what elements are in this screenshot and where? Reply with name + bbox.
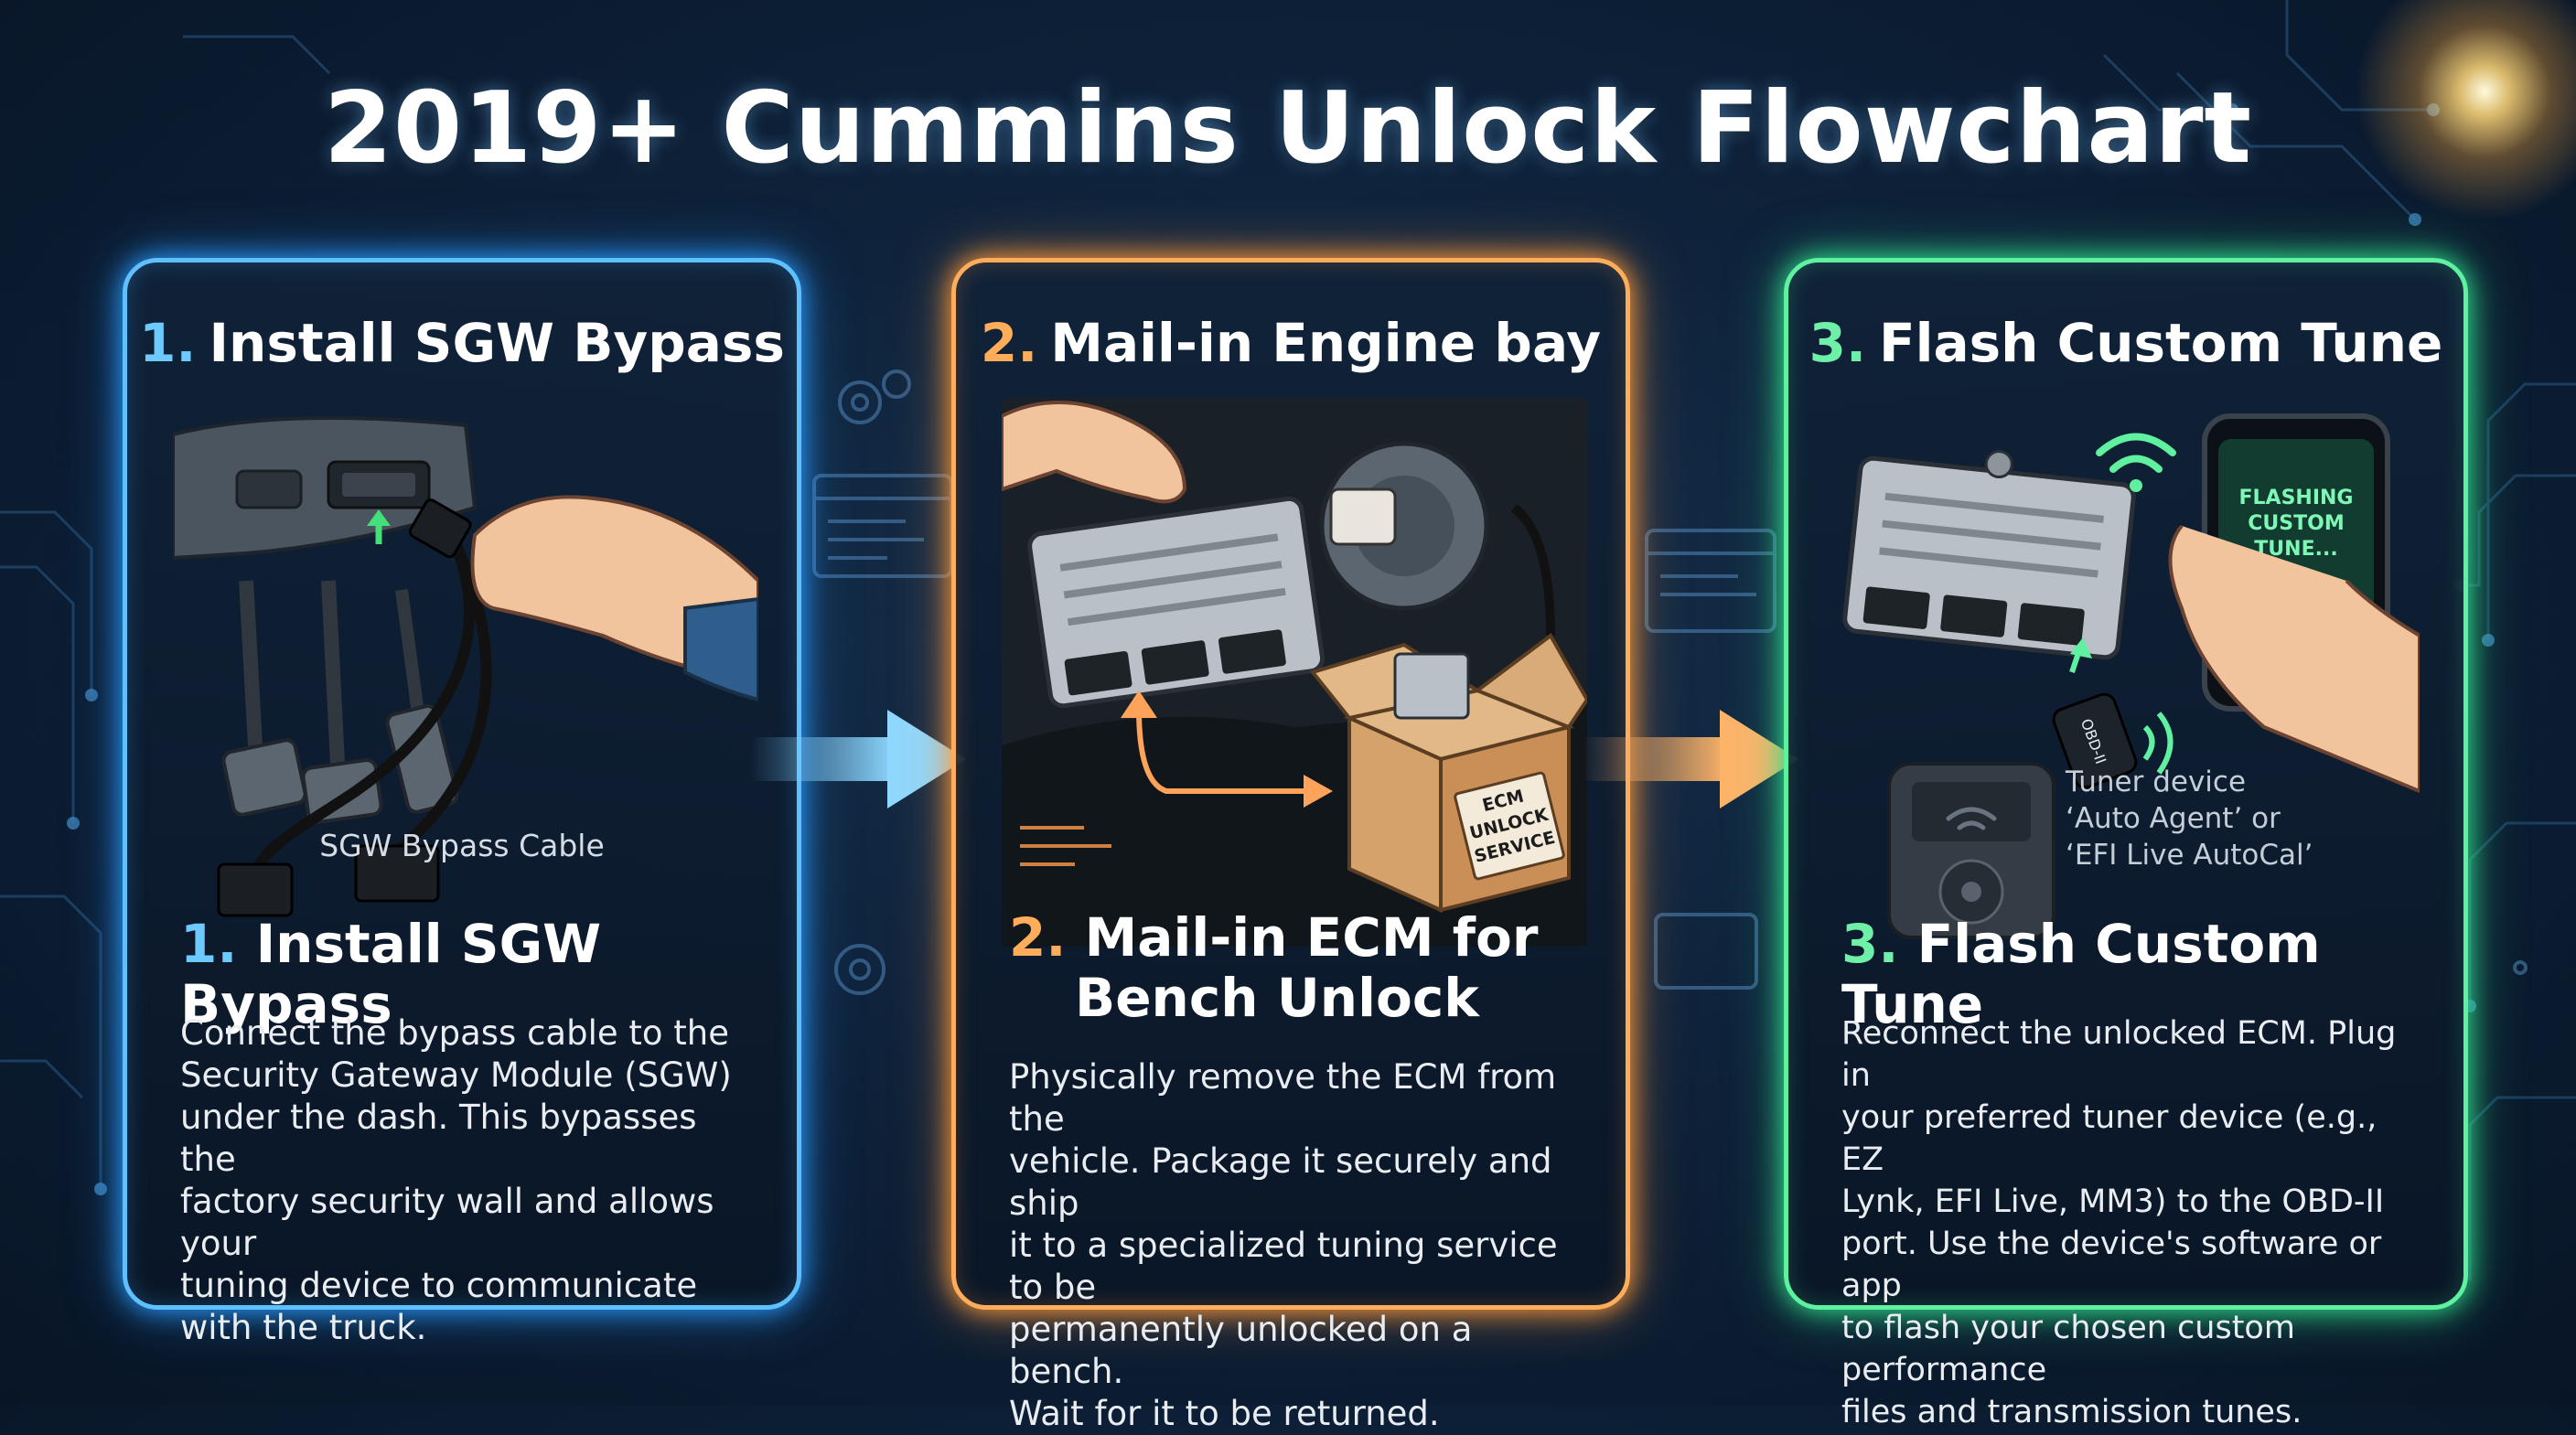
step-2-subheading-line: Mail-in ECM for [1084, 906, 1539, 969]
light-flare [2338, 0, 2576, 238]
phone-screen-line: FLASHING [2239, 487, 2354, 509]
page-title: 2019+ Cummins Unlock Flowchart [323, 71, 2253, 186]
phone-screen-line: CUSTOM [2248, 512, 2344, 535]
step-1-description: Connect the bypass cable to the Security… [180, 1012, 760, 1349]
step-1-desc-line: factory security wall and allows your [180, 1182, 714, 1263]
step-1-desc-line: Connect the bypass cable to the [180, 1013, 730, 1053]
step-2-heading-text: Mail-in Engine bay [1050, 312, 1602, 374]
step-3-description: Reconnect the unlocked ECM. Plug in your… [1841, 1012, 2427, 1433]
step-2-desc-line: vehicle. Package it securely and ship [1009, 1141, 1552, 1223]
tuner-caption-line: Tuner device [2066, 766, 2247, 798]
step-2-desc-line: it to a specialized tuning service to be [1009, 1226, 1558, 1307]
step-3-sub-number: 3. [1841, 913, 1899, 975]
step-1-panel: 1.Install SGW Bypass SGW Bypass Cable 1.… [123, 258, 801, 1347]
step-3-desc-line: Lynk, EFI Live, MM3) to the OBD-II [1841, 1183, 2385, 1220]
step-3-desc-line: Reconnect the unlocked ECM. Plug in [1841, 1015, 2397, 1094]
step-2-sub-number: 2. [1009, 906, 1067, 969]
step-3-desc-line: to flash your chosen custom performance [1841, 1310, 2295, 1388]
step-2-number: 2. [980, 312, 1038, 374]
step-3-heading: 3.Flash Custom Tune [1788, 312, 2463, 374]
step-1-heading: 1.Install SGW Bypass [127, 312, 797, 374]
tuner-caption-line: ‘Auto Agent’ or [2066, 802, 2281, 835]
step-1-subheading-text: Install SGW Bypass [180, 913, 602, 1035]
step-1-number: 1. [139, 312, 197, 374]
sgw-cable-caption: SGW Bypass Cable [319, 828, 605, 863]
engine-bay-illustration: ECM UNLOCK SERVICE [1002, 398, 1587, 947]
wifi-icon [2096, 433, 2176, 473]
step-2-desc-line: Physically remove the ECM from the [1009, 1057, 1557, 1139]
step-1-desc-line: tuning device to communicate [180, 1266, 698, 1305]
step-3-desc-line: your preferred tuner device (e.g., EZ [1841, 1099, 2377, 1178]
arrow-step-1-to-2 [750, 710, 966, 809]
step-1-subheading: 1. Install SGW Bypass [180, 914, 797, 1034]
flash-tune-illustration: OBD-II FLASHING CUSTOM TUNE... [1842, 413, 2420, 939]
tuner-device-caption: Tuner device ‘Auto Agent’ or ‘EFI Live A… [2066, 764, 2313, 873]
step-2-desc-line: permanently unlocked on a bench. [1009, 1310, 1473, 1391]
step-2-subheading-line: Bench Unlock [1075, 967, 1479, 1029]
tuner-caption-line: ‘EFI Live AutoCal’ [2066, 839, 2313, 872]
sgw-bypass-illustration [173, 416, 758, 917]
step-1-desc-line: with the truck. [180, 1308, 427, 1347]
step-3-desc-line: files and transmission tunes. [1841, 1394, 2302, 1430]
step-2-description: Physically remove the ECM from the vehic… [1009, 1056, 1589, 1435]
step-1-desc-line: Security Gateway Module (SGW) [180, 1055, 732, 1095]
step-1-desc-line: under the dash. This bypasses the [180, 1098, 697, 1179]
step-2-subheading: 2. Mail-in ECM for Bench Unlock [1009, 907, 1538, 1028]
step-3-subheading: 3. Flash Custom Tune [1841, 914, 2463, 1034]
step-1-sub-number: 1. [180, 913, 238, 975]
step-2-desc-line: Wait for it to be returned. [1009, 1394, 1440, 1433]
step-3-number: 3. [1809, 312, 1867, 374]
arrow-step-2-to-3 [1583, 710, 1798, 809]
step-2-panel: 2.Mail-in Engine bay [951, 258, 1630, 1433]
step-1-heading-text: Install SGW Bypass [209, 312, 785, 374]
step-3-desc-line: port. Use the device's software or app [1841, 1226, 2382, 1304]
step-3-panel: 3.Flash Custom Tune OBD-II FLASHING [1784, 258, 2468, 1430]
step-3-heading-text: Flash Custom Tune [1879, 312, 2443, 374]
step-3-subheading-text: Flash Custom Tune [1841, 913, 2321, 1035]
step-2-heading: 2.Mail-in Engine bay [956, 312, 1626, 374]
